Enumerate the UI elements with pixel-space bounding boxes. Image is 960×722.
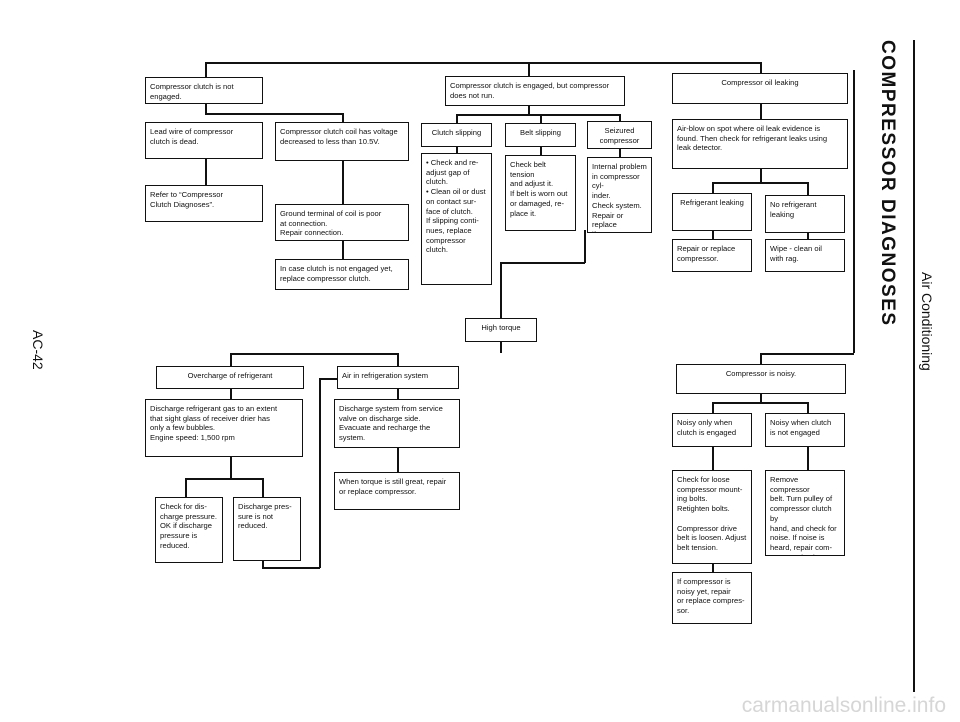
node-check-discharge: Check for dis- charge pressure. OK if di… [155,497,223,563]
node-repair-replace: Repair or replace compressor. [672,239,752,272]
node-air-in-system: Air in refrigeration system [337,366,459,389]
node-wipe-oil: Wipe - clean oil with rag. [765,239,845,272]
node-clutch-slipping: Clutch slipping [421,123,492,147]
node-ground-terminal: Ground terminal of coil is poor at conne… [275,204,409,241]
node-noisy: Compressor is noisy. [676,364,846,394]
node-refer-clutch-diagnoses: Refer to “Compressor Clutch Diagnoses”. [145,185,263,222]
node-seized-compressor: Seizured compressor [587,121,652,149]
node-air-blow: Air-blow on spot where oil leak evidence… [672,119,848,169]
node-replace-clutch: In case clutch is not engaged yet, repla… [275,259,409,290]
page-number: AC-42 [30,330,46,370]
node-torque-great: When torque is still great, repair or re… [334,472,460,510]
node-noisy-not-engaged: Noisy when clutch is not engaged [765,413,845,447]
node-pressure-not-reduced: Discharge pres- sure is not reduced. [233,497,301,561]
node-refrigerant-leaking: Refrigerant leaking [672,193,752,231]
node-check-loose: Check for loose compressor mount- ing bo… [672,470,752,564]
node-coil-voltage: Compressor clutch coil has voltage decre… [275,122,409,161]
node-remove-compressor: Remove compressor belt. Turn pulley of c… [765,470,845,556]
node-belt-slipping: Belt slipping [505,123,576,147]
page-title: COMPRESSOR DIAGNOSES [877,40,898,327]
node-high-torque: High torque [465,318,537,342]
node-noisy-engaged: Noisy only when clutch is engaged [672,413,752,447]
node-clutch-not-engaged: Compressor clutch is not engaged. [145,77,263,104]
node-discharge-gas: Discharge refrigerant gas to an extent t… [145,399,303,457]
node-noisy-yet: If compressor is noisy yet, repair or re… [672,572,752,624]
node-overcharge: Overcharge of refrigerant [156,366,304,389]
node-clutch-slipping-fix: • Check and re- adjust gap of clutch. • … [421,153,492,285]
node-lead-wire-dead: Lead wire of compressor clutch is dead. [145,122,263,159]
node-engaged-not-run: Compressor clutch is engaged, but compre… [445,76,625,106]
node-belt-fix: Check belt tension and adjust it. If bel… [505,155,576,231]
node-no-refrigerant-leaking: No refrigerant leaking [765,195,845,233]
margin-rule [913,40,915,692]
node-discharge-system: Discharge system from service valve on d… [334,399,460,448]
node-oil-leaking: Compressor oil leaking [672,73,848,104]
section-label: Air Conditioning [919,272,935,371]
watermark: carmanualsonline.info [741,694,946,717]
node-internal-problem: Internal problem in compressor cyl- inde… [587,157,652,233]
